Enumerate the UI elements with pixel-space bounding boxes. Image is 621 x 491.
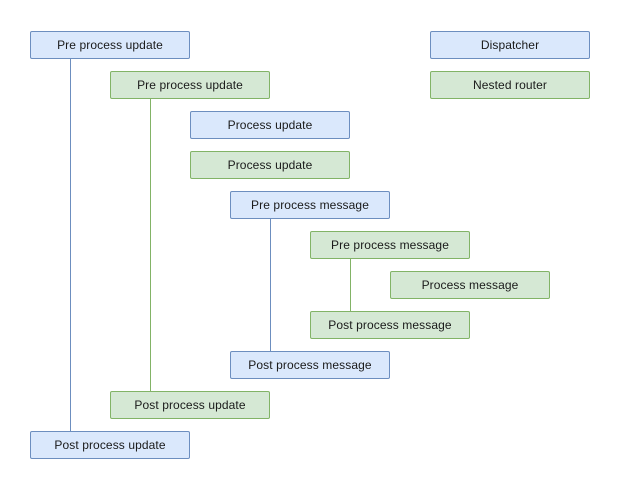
node-label: Pre process update (57, 38, 163, 52)
node-post-process-message-router[interactable]: Post process message (310, 311, 470, 339)
node-label: Post process message (248, 358, 372, 372)
node-process-message-router[interactable]: Process message (390, 271, 550, 299)
legend-item-dispatcher[interactable]: Dispatcher (430, 31, 590, 59)
node-pre-process-message-router[interactable]: Pre process message (310, 231, 470, 259)
node-label: Process update (227, 158, 313, 172)
node-label: Post process update (134, 398, 246, 412)
node-label: Post process message (328, 318, 452, 332)
legend-item-label: Nested router (472, 78, 547, 92)
node-label: Process update (227, 118, 313, 132)
connector-router-3 (350, 259, 351, 311)
node-label: Post process update (54, 438, 166, 452)
connector-router-1 (150, 99, 151, 391)
node-label: Pre process message (331, 238, 449, 252)
node-process-update-router[interactable]: Process update (190, 151, 350, 179)
node-pre-process-update-router[interactable]: Pre process update (110, 71, 270, 99)
node-process-update-dispatcher[interactable]: Process update (190, 111, 350, 139)
node-label: Process message (421, 278, 519, 292)
node-label: Pre process update (137, 78, 243, 92)
legend-item-nested-router[interactable]: Nested router (430, 71, 590, 99)
connector-dispatcher-2 (270, 219, 271, 351)
node-pre-process-message-dispatcher[interactable]: Pre process message (230, 191, 390, 219)
connector-dispatcher-0 (70, 59, 71, 431)
node-label: Pre process message (251, 198, 369, 212)
node-post-process-message-dispatcher[interactable]: Post process message (230, 351, 390, 379)
node-post-process-update-dispatcher[interactable]: Post process update (30, 431, 190, 459)
legend-item-label: Dispatcher (480, 38, 540, 52)
node-pre-process-update-dispatcher[interactable]: Pre process update (30, 31, 190, 59)
node-post-process-update-router[interactable]: Post process update (110, 391, 270, 419)
